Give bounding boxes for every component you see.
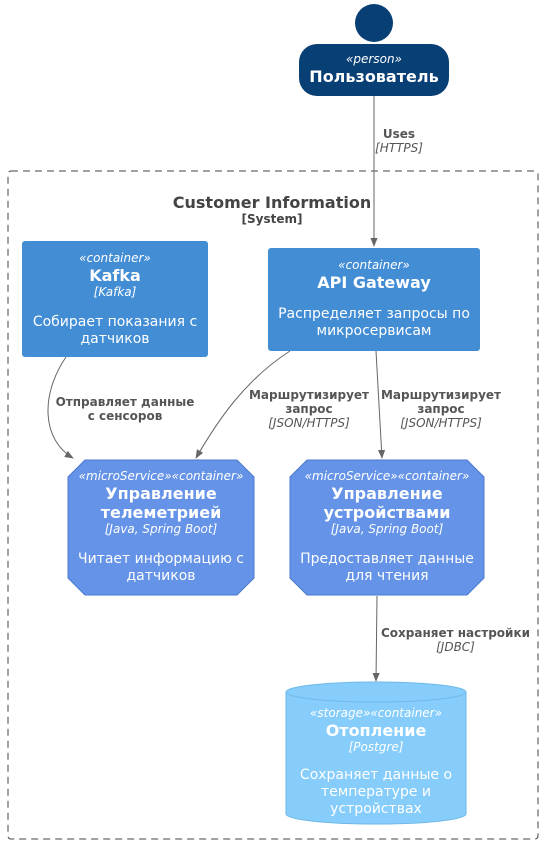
- devices-description-line: Предоставляет данные: [300, 551, 474, 567]
- telemetry-description-line: датчиков: [126, 568, 196, 584]
- edge-label-gateway-telemetry: Маршрутизирует запрос [JSON/HTTPS]: [244, 388, 374, 430]
- telemetry-microservice: «microService»«container» Управление тел…: [68, 460, 254, 595]
- edge-kafka-telemetry-label-line: Отправляет данные: [55, 395, 195, 409]
- edge-label-uses: Uses [HTTPS]: [364, 127, 434, 155]
- kafka-stereotype: «container»: [79, 251, 151, 265]
- api-gateway-container: «container» API Gateway Распределяет зап…: [268, 248, 480, 351]
- gateway-description-line: микросервисам: [316, 323, 432, 339]
- system-boundary: [7, 170, 539, 840]
- telemetry-name-line: телеметрией: [100, 503, 222, 522]
- kafka-technology: [Kafka]: [93, 285, 137, 299]
- devices-name-line: устройствами: [323, 503, 451, 522]
- edge-gw-telemetry-label-line: Маршрутизирует: [248, 388, 370, 402]
- person-head: [355, 4, 393, 42]
- edge-gw-devices-tech: [JSON/HTTPS]: [400, 416, 482, 430]
- kafka-description-line: Собирает показания с: [32, 314, 198, 330]
- gateway-name: API Gateway: [317, 273, 431, 292]
- gateway-stereotype: «container»: [338, 258, 410, 272]
- devices-name-line: Управление: [331, 484, 443, 503]
- devices-octagon-shape: [289, 459, 485, 596]
- person-stereotype: «person»: [346, 52, 402, 66]
- devices-description-line: для чтения: [345, 568, 429, 584]
- person-name: Пользователь: [309, 67, 439, 86]
- edge-gw-telemetry-tech: [JSON/HTTPS]: [268, 416, 350, 430]
- heating-stereotype: «storage»«container»: [309, 706, 443, 720]
- telemetry-description-line: Читает информацию с: [77, 551, 245, 567]
- devices-microservice: «microService»«container» Управление уст…: [290, 460, 484, 595]
- heating-database: «storage»«container» Отопление [Postgre]…: [286, 706, 466, 824]
- heating-description-line: температуре и: [320, 784, 432, 800]
- devices-stereotype: «microService»«container»: [304, 469, 470, 483]
- edge-uses-label: Uses: [382, 127, 416, 141]
- telemetry-name-line: Управление: [105, 484, 217, 503]
- heating-description-line: Сохраняет данные о: [299, 767, 453, 783]
- edge-gateway-devices: [375, 350, 386, 459]
- devices-technology: [Java, Spring Boot]: [330, 522, 444, 536]
- heating-name: Отопление: [325, 721, 427, 740]
- edge-uses-tech: [HTTPS]: [375, 141, 423, 155]
- kafka-description-line: датчиков: [80, 331, 150, 347]
- edge-gw-telemetry-label-line: запрос: [285, 402, 333, 416]
- telemetry-octagon-shape: [67, 459, 255, 596]
- edge-devices-heating-tech: [JDBC]: [436, 640, 475, 654]
- telemetry-stereotype: «microService»«container»: [78, 469, 244, 483]
- edge-gw-devices-label-line: запрос: [417, 402, 465, 416]
- edge-devices-heating: [372, 595, 380, 682]
- edge-devices-heating-label: Сохраняет настройки: [381, 626, 530, 640]
- telemetry-technology: [Java, Spring Boot]: [104, 522, 218, 536]
- edge-label-gateway-devices: Маршрутизирует запрос [JSON/HTTPS]: [376, 388, 506, 430]
- database-cylinder-shape: [285, 681, 467, 825]
- gateway-description-line: Распределяет запросы по: [278, 306, 470, 322]
- kafka-container: «container» Kafka [Kafka] Собирает показ…: [22, 241, 208, 357]
- edge-label-kafka-telemetry: Отправляет данные с сенсоров: [50, 395, 200, 423]
- edge-gw-devices-label-line: Маршрутизирует: [380, 388, 502, 402]
- boundary-name: Customer Information: [172, 193, 372, 212]
- heating-technology: [Postgre]: [348, 740, 404, 754]
- edge-gateway-telemetry: [195, 350, 291, 459]
- heating-description: Сохраняет данные о температуре и устройс…: [286, 767, 466, 818]
- edge-label-devices-heating: Сохраняет настройки [JDBC]: [378, 626, 533, 654]
- heating-description-line: устройствах: [330, 801, 422, 817]
- person-node: «person» Пользователь: [299, 44, 449, 96]
- boundary-type: [System]: [241, 212, 303, 226]
- kafka-name: Kafka: [89, 266, 141, 285]
- edge-kafka-telemetry-label-line: с сенсоров: [87, 409, 163, 423]
- telemetry-description: Читает информацию с датчиков: [68, 551, 254, 585]
- gateway-description: Распределяет запросы по микросервисам: [268, 306, 480, 340]
- devices-description: Предоставляет данные для чтения: [290, 551, 484, 585]
- kafka-description: Собирает показания с датчиков: [22, 314, 208, 348]
- boundary-title: Customer Information [System]: [152, 193, 392, 226]
- edge-kafka-telemetry: [47, 356, 74, 459]
